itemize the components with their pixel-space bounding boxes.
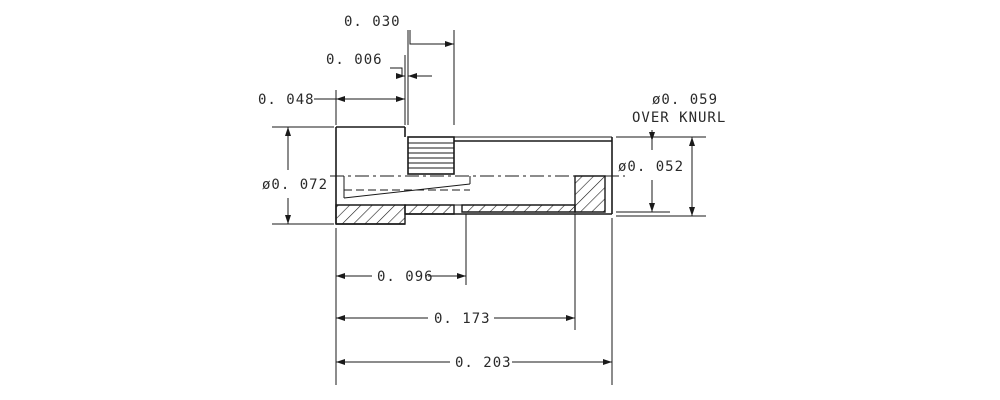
head-section-hatch (335, 204, 406, 225)
dim-dia-0-059: ø0. 059 OVER KNURL (616, 92, 726, 217)
shank-section-hatch (461, 204, 576, 213)
dim-label-0-048: 0. 048 (258, 92, 315, 108)
dim-label-dia-0-052: ø0. 052 (618, 159, 684, 175)
dim-label-0-203: 0. 203 (455, 355, 512, 371)
dim-dia-0-052: ø0. 052 (616, 130, 684, 213)
dim-0-096: 0. 096 (336, 269, 466, 285)
dim-label-dia-0-072: ø0. 072 (262, 177, 328, 193)
knurl-lines (408, 142, 454, 169)
dim-label-dia-0-059: ø0. 059 (652, 92, 718, 108)
dim-label-over-knurl: OVER KNURL (632, 110, 726, 126)
dim-label-0-030: 0. 030 (344, 14, 401, 30)
dim-0-006: 0. 006 (326, 52, 432, 125)
dim-dia-0-072: ø0. 072 (262, 126, 334, 225)
part-outline (330, 126, 625, 225)
dim-0-048: 0. 048 (258, 90, 405, 125)
knurl-section (407, 136, 455, 175)
neck-section-hatch (404, 204, 455, 215)
dim-label-0-096: 0. 096 (377, 269, 434, 285)
dim-0-030: 0. 030 (344, 14, 455, 125)
dim-label-0-173: 0. 173 (434, 311, 491, 327)
tip-section-hatch (574, 175, 606, 213)
dim-label-0-006: 0. 006 (326, 52, 383, 68)
dim-0-173: 0. 173 (336, 311, 575, 327)
dim-0-203: 0. 203 (336, 355, 612, 371)
